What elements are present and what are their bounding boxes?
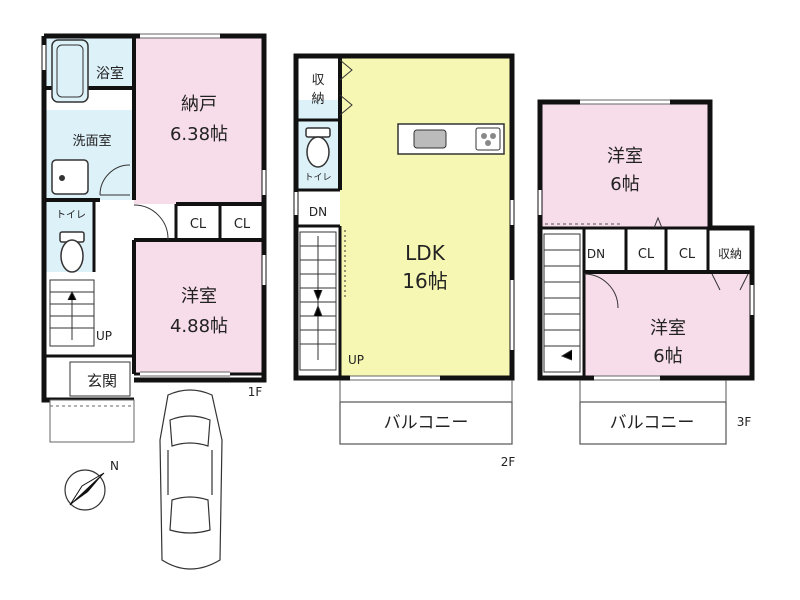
western-room-3f-b-label: 洋室	[650, 318, 686, 339]
entrance-label: 玄関	[87, 372, 117, 390]
closet-label-a-1f: CL	[190, 217, 207, 232]
stairs-up-label-1f: UP	[96, 329, 112, 343]
car-icon	[159, 389, 223, 570]
floor-label-3f: 3F	[737, 415, 752, 429]
closet-label-b-3f: CL	[679, 247, 696, 262]
stairs-down-label-3f: DN	[587, 247, 605, 261]
stairs-down-label-2f: DN	[309, 205, 327, 219]
toilet-label-1f: トイレ	[56, 210, 86, 221]
ldk-label: LDK	[405, 241, 446, 265]
storage-room-area	[134, 36, 264, 204]
toilet-icon	[305, 127, 331, 168]
floor-1: 浴室 洗面室 トイレ 納戸 6.38帖 CL CL 洋室 4.88帖 UP 玄関…	[41, 33, 267, 443]
washroom-label: 洗面室	[72, 133, 111, 149]
floor-label-1f: 1F	[248, 385, 263, 399]
stairs-up-label-2f: UP	[348, 353, 364, 367]
bathtub-icon	[51, 39, 89, 103]
kitchen-counter-icon	[397, 123, 505, 155]
western-room-3f-a-area	[540, 102, 710, 228]
stairs-3f	[543, 233, 581, 373]
balcony-2f	[339, 401, 513, 445]
sink-icon	[51, 159, 89, 195]
balcony-label-3f: バルコニー	[610, 413, 695, 433]
outer-wall-3f	[537, 99, 755, 381]
toilet-icon	[59, 231, 85, 273]
floor-2: 収 納 トイレ DN LDK 16帖 UP バルコニー 2F	[293, 53, 516, 469]
western-room-1f-label: 洋室	[181, 286, 217, 307]
western-room-1f-size: 4.88帖	[170, 316, 228, 337]
storage-label-2f-2: 納	[311, 92, 324, 107]
floor-label-2f: 2F	[501, 455, 516, 469]
balcony-3f	[579, 401, 727, 445]
toilet-label-2f: トイレ	[304, 173, 331, 183]
storage-room-label: 納戸	[181, 94, 217, 115]
floor-3: 洋室 6帖 DN CL CL 収納 洋室 6帖 バルコニー 3F	[537, 99, 755, 445]
storage-label-3f: 収納	[718, 247, 742, 261]
storage-label-2f-1: 収	[311, 73, 324, 88]
western-room-3f-a-size: 6帖	[610, 174, 639, 195]
ldk-size: 16帖	[402, 269, 447, 293]
closet-label-a-3f: CL	[638, 247, 655, 262]
compass-icon: N	[64, 459, 119, 511]
outer-wall-2f	[293, 53, 515, 381]
western-room-1f-area	[134, 240, 264, 374]
stairs-1f	[49, 279, 95, 347]
closet-label-b-1f: CL	[234, 217, 251, 232]
storage-room-size: 6.38帖	[170, 124, 228, 145]
balcony-label-2f: バルコニー	[384, 413, 469, 433]
bath-label: 浴室	[96, 65, 124, 82]
compass-north-label: N	[110, 459, 119, 473]
ldk-area	[340, 56, 510, 376]
stairs-2f	[299, 231, 337, 371]
western-room-3f-b-size: 6帖	[653, 346, 682, 367]
western-room-3f-a-label: 洋室	[607, 146, 643, 167]
